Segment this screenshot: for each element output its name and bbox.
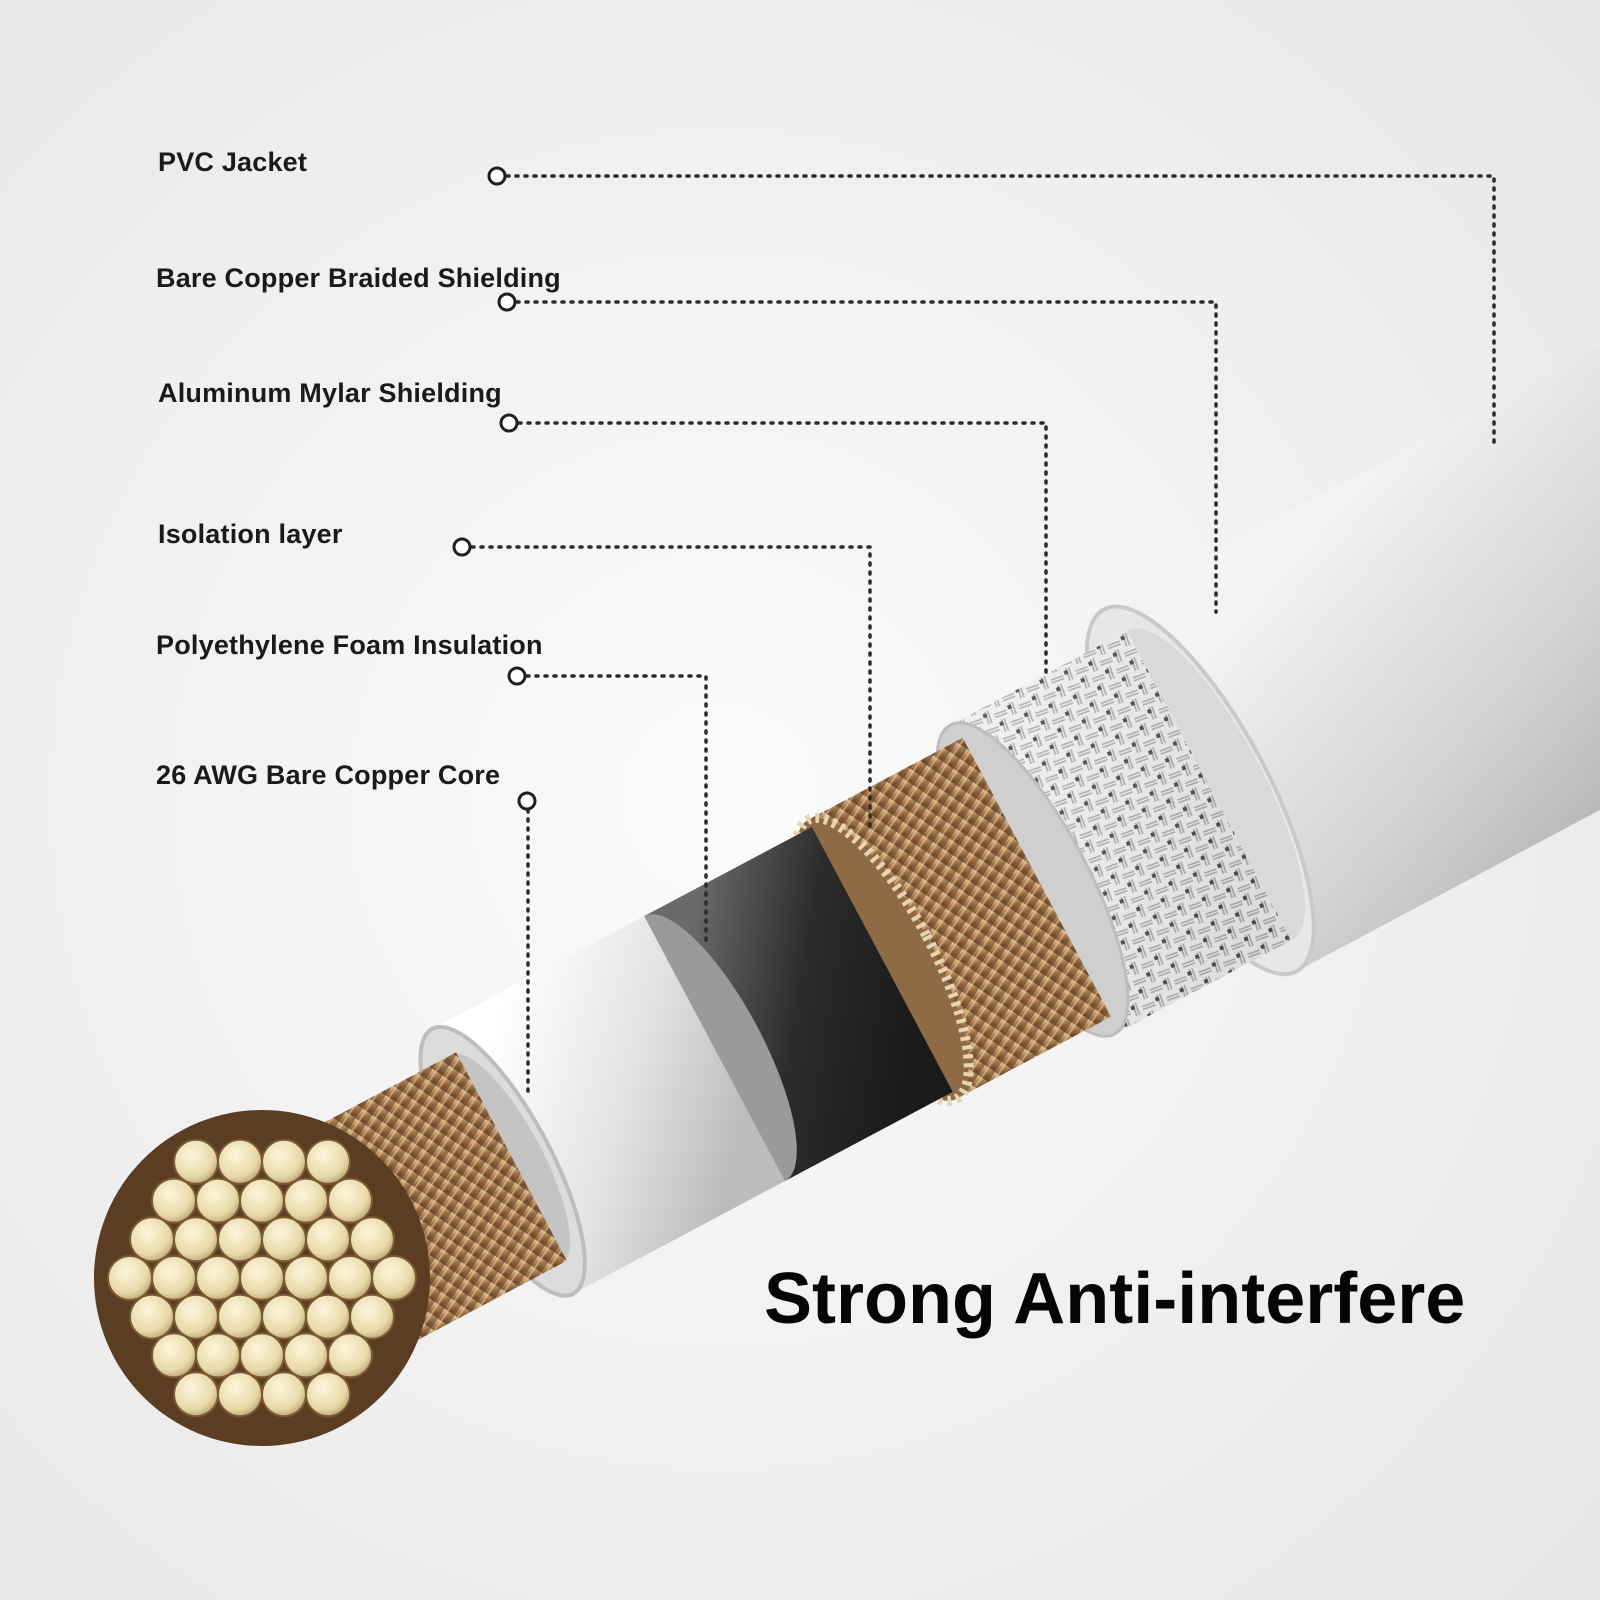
label-copper-core: 26 AWG Bare Copper Core: [156, 760, 501, 790]
copper-strand-end: [107, 1255, 153, 1301]
label-foam-insulation: Polyethylene Foam Insulation: [156, 630, 543, 660]
callout-dot-icon: [487, 166, 507, 186]
copper-strand-end: [239, 1177, 285, 1224]
copper-strand-end: [327, 1177, 373, 1224]
copper-strand-end: [371, 1255, 417, 1301]
copper-strand-end: [349, 1216, 395, 1263]
copper-strand-end: [217, 1371, 263, 1418]
copper-strand-end: [283, 1255, 329, 1301]
callout-dot-icon: [499, 413, 519, 433]
copper-strand-end: [195, 1332, 241, 1379]
copper-strand-end: [173, 1216, 219, 1263]
copper-strand-end: [195, 1255, 241, 1301]
callout-dot-icon: [507, 666, 527, 686]
copper-core-section: [297, 1052, 567, 1346]
copper-strand-end: [349, 1293, 395, 1340]
copper-strand-end: [283, 1332, 329, 1379]
copper-strand-end: [261, 1293, 307, 1340]
copper-strand-end: [305, 1371, 351, 1418]
copper-strand-end: [151, 1255, 197, 1301]
copper-strand-end: [239, 1332, 285, 1379]
copper-strand-end: [173, 1293, 219, 1340]
copper-strand-end: [151, 1332, 197, 1379]
copper-strand-end: [261, 1371, 307, 1418]
callout-dot-icon: [497, 292, 517, 312]
leader-line-isolation-layer: [461, 545, 872, 828]
label-mylar-shielding: Aluminum Mylar Shielding: [158, 378, 502, 408]
copper-strand-end: [305, 1216, 351, 1263]
copper-strand-end: [217, 1216, 263, 1263]
copper-strand-end: [217, 1293, 263, 1340]
copper-strand-end: [239, 1255, 285, 1301]
callout-dots: [452, 166, 537, 811]
copper-strand-end: [261, 1216, 307, 1263]
copper-strand-end: [173, 1371, 219, 1418]
label-isolation-layer: Isolation layer: [158, 519, 343, 549]
leader-line-braided-shielding: [506, 300, 1218, 614]
copper-strand-end: [327, 1255, 373, 1301]
callout-dot-icon: [452, 537, 472, 557]
copper-strand-end: [305, 1138, 351, 1185]
copper-strand-end: [327, 1332, 373, 1379]
copper-strand-end: [261, 1138, 307, 1185]
leader-line-foam-insulation: [516, 674, 708, 946]
copper-strand-end: [217, 1138, 263, 1185]
copper-strand-end: [151, 1177, 197, 1224]
leader-line-pvc-jacket: [496, 174, 1496, 446]
copper-strand-end: [195, 1177, 241, 1224]
copper-strand-end: [283, 1177, 329, 1224]
leader-lines: [461, 174, 1496, 1100]
label-braided-shielding: Bare Copper Braided Shielding: [156, 263, 561, 293]
copper-strand-ends: [94, 1110, 430, 1446]
tagline: Strong Anti-interfere: [764, 1259, 1466, 1339]
copper-strand-end: [305, 1293, 351, 1340]
copper-strand-end: [129, 1293, 175, 1340]
copper-strand-end: [173, 1138, 219, 1185]
copper-strand-end: [129, 1216, 175, 1263]
leader-line-mylar-shielding: [508, 421, 1048, 674]
label-pvc-jacket: PVC Jacket: [158, 147, 308, 177]
callout-dot-icon: [517, 791, 537, 811]
